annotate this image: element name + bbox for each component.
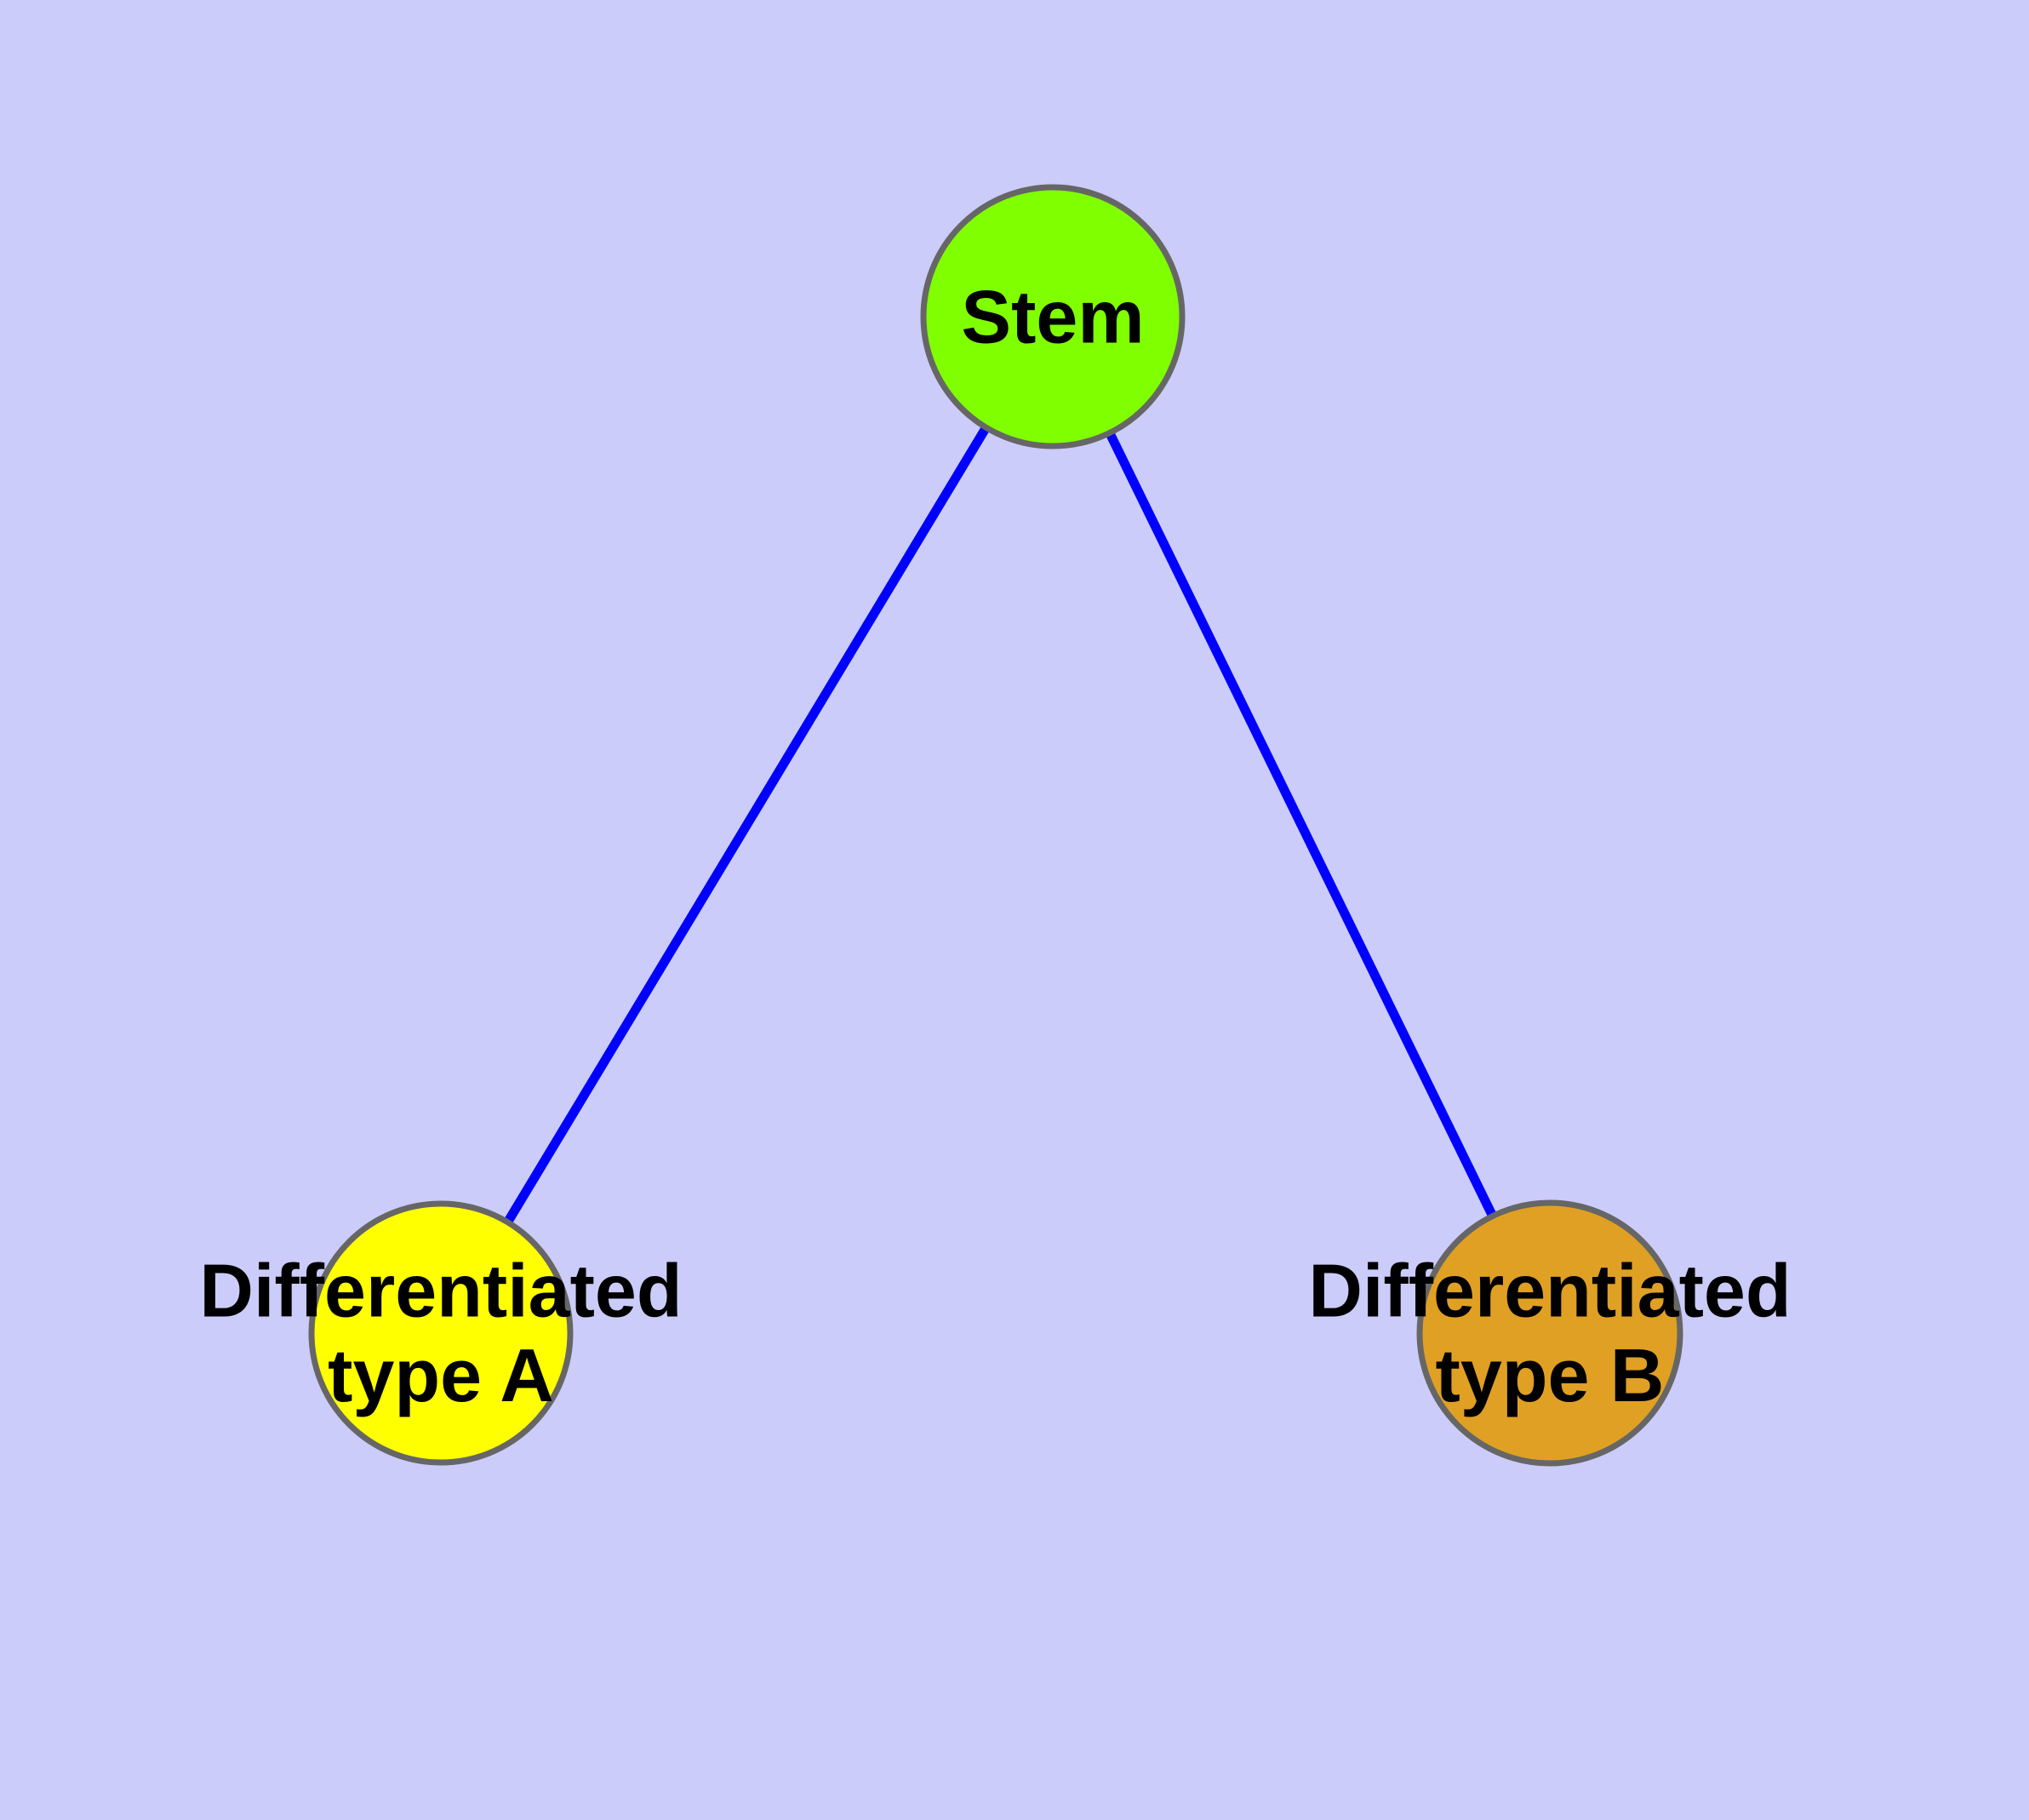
node-circle-stem[interactable] xyxy=(920,184,1186,449)
edge-stem-to-b xyxy=(1049,314,1554,1336)
nodes-layer xyxy=(308,184,1683,1467)
node-label-stem: Stem xyxy=(961,274,1144,358)
node-label-line: Differentiated xyxy=(1308,1249,1791,1333)
node-circle-diff-a[interactable] xyxy=(308,1200,574,1466)
node-label-line: Stem xyxy=(961,274,1144,358)
node-label-line: Differentiated xyxy=(199,1249,682,1333)
edge-stem-to-a xyxy=(437,314,1057,1336)
node-label-line: type B xyxy=(1436,1333,1665,1417)
edges-layer xyxy=(437,314,1554,1336)
node-label-line: type A xyxy=(328,1333,554,1417)
node-circle-diff-b[interactable] xyxy=(1416,1199,1683,1467)
